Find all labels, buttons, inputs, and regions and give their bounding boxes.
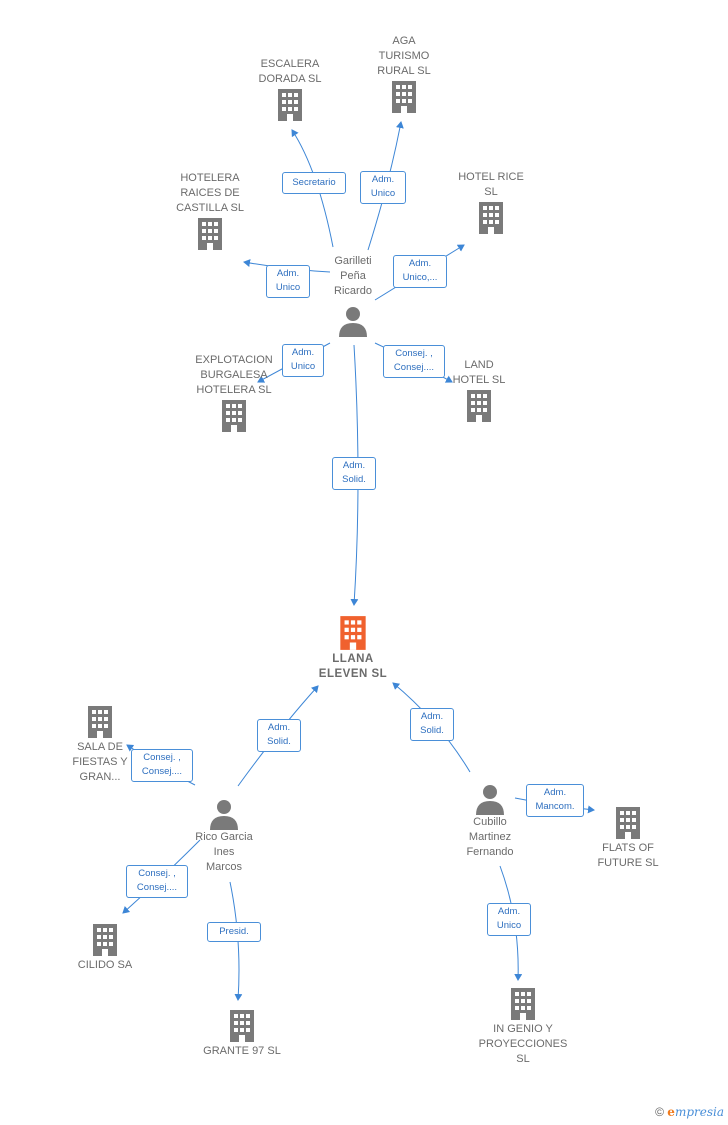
building-icon bbox=[88, 706, 112, 738]
building-icon bbox=[467, 390, 491, 422]
node-garilleti-pena-ricardo[interactable]: Garilleti Peña Ricardo bbox=[313, 254, 393, 337]
node-escalera-dorada[interactable]: ESCALERA DORADA SL bbox=[240, 57, 340, 123]
node-rico-garcia-ines-marcos[interactable]: Rico Garcia Ines Marcos bbox=[179, 798, 269, 875]
person-icon bbox=[210, 800, 238, 830]
relation-label-adm-solid-rico[interactable]: Adm. Solid. bbox=[257, 719, 301, 752]
node-hotel-rice[interactable]: HOTEL RICE SL bbox=[441, 170, 541, 236]
relation-label-consej-cilido[interactable]: Consej. , Consej.... bbox=[126, 865, 188, 898]
footer-credit: © empresia bbox=[655, 1105, 724, 1119]
building-icon bbox=[198, 218, 222, 250]
building-icon bbox=[511, 988, 535, 1020]
node-llana-eleven[interactable]: LLANA ELEVEN SL bbox=[303, 614, 403, 682]
node-explotacion-burgalesa[interactable]: EXPLOTACION BURGALESA HOTELERA SL bbox=[179, 353, 289, 434]
building-icon bbox=[230, 1010, 254, 1042]
relation-label-adm-unico-aga[interactable]: Adm. Unico bbox=[360, 171, 406, 204]
relation-label-adm-mancom[interactable]: Adm. Mancom. bbox=[526, 784, 584, 817]
node-cilido[interactable]: CILIDO SA bbox=[55, 922, 155, 973]
relation-label-consej-sala[interactable]: Consej. , Consej.... bbox=[131, 749, 193, 782]
building-icon-highlighted bbox=[340, 616, 366, 650]
building-icon bbox=[93, 924, 117, 956]
node-sala-de-fiestas[interactable]: SALA DE FIESTAS Y GRAN... bbox=[50, 704, 150, 785]
building-icon bbox=[278, 89, 302, 121]
node-hotelera-raices[interactable]: HOTELERA RAICES DE CASTILLA SL bbox=[160, 171, 260, 252]
node-aga-turismo[interactable]: AGA TURISMO RURAL SL bbox=[354, 34, 454, 115]
node-in-genio-proyecciones[interactable]: IN GENIO Y PROYECCIONES SL bbox=[463, 986, 583, 1067]
relation-label-secretario[interactable]: Secretario bbox=[282, 172, 346, 194]
copyright-symbol: © bbox=[655, 1105, 664, 1119]
relation-label-adm-unico-rice[interactable]: Adm. Unico,... bbox=[393, 255, 447, 288]
relation-label-adm-unico-hotelera[interactable]: Adm. Unico bbox=[266, 265, 310, 298]
building-icon bbox=[222, 400, 246, 432]
empresia-logo[interactable]: empresia bbox=[667, 1105, 724, 1119]
building-icon bbox=[616, 807, 640, 839]
node-flats-of-future[interactable]: FLATS OF FUTURE SL bbox=[578, 805, 678, 871]
person-icon bbox=[339, 307, 367, 337]
node-cubillo-martinez-fernando[interactable]: Cubillo Martinez Fernando bbox=[445, 783, 535, 860]
relation-label-adm-solid-cubillo[interactable]: Adm. Solid. bbox=[410, 708, 454, 741]
building-icon bbox=[392, 81, 416, 113]
node-land-hotel[interactable]: LAND HOTEL SL bbox=[429, 358, 529, 424]
relation-label-adm-unico-ingenio[interactable]: Adm. Unico bbox=[487, 903, 531, 936]
relation-label-consej-land[interactable]: Consej. , Consej.... bbox=[383, 345, 445, 378]
relation-label-adm-solid-garilleti[interactable]: Adm. Solid. bbox=[332, 457, 376, 490]
relation-label-presid[interactable]: Presid. bbox=[207, 922, 261, 942]
relation-label-adm-unico-explotacion[interactable]: Adm. Unico bbox=[282, 344, 324, 377]
person-icon bbox=[476, 785, 504, 815]
node-grante-97[interactable]: GRANTE 97 SL bbox=[187, 1008, 297, 1059]
building-icon bbox=[479, 202, 503, 234]
